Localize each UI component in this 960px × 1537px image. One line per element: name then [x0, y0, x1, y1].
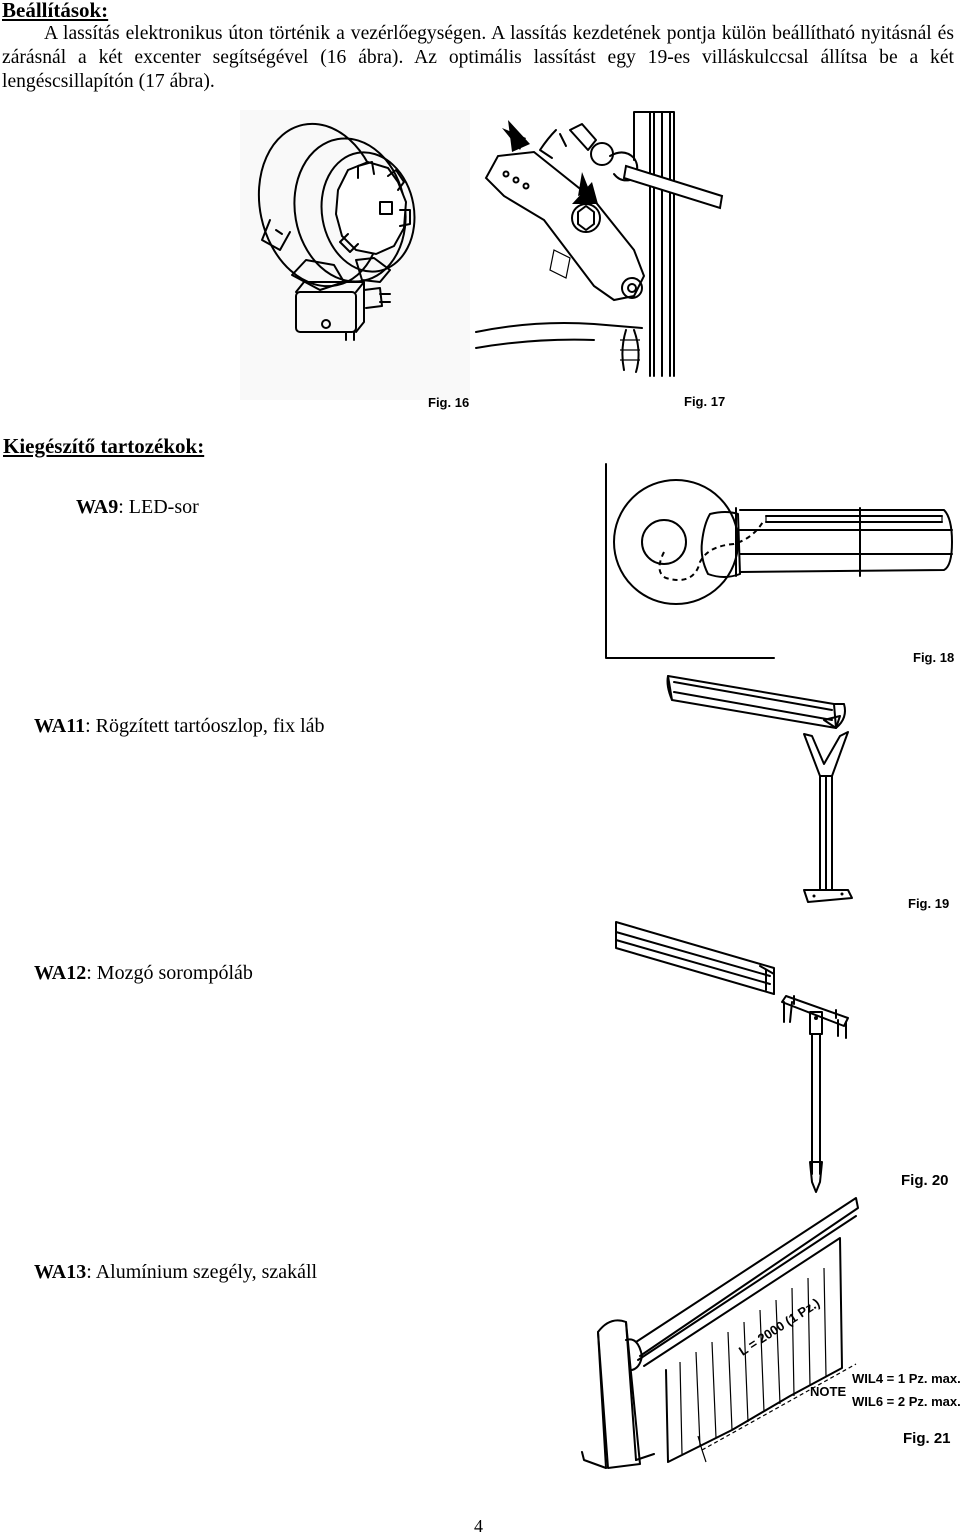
fig17-label: Fig. 17 — [684, 394, 726, 409]
settings-paragraph-text: A lassítás elektronikus úton történik a … — [2, 23, 954, 92]
accessory-wa11: WA11: Rögzített tartóoszlop, fix láb — [34, 715, 325, 738]
accessory-code: WA11 — [34, 715, 86, 737]
fig16-label: Fig. 16 — [428, 395, 470, 410]
accessory-desc: : Mozgó sorompóláb — [86, 962, 253, 984]
accessory-wa9: WA9: LED-sor — [76, 496, 199, 519]
fig21-wil4-label: WIL4 = 1 Pz. max. — [852, 1371, 960, 1386]
fig21-note-label: NOTE — [810, 1384, 847, 1399]
settings-heading: Beállítások: — [2, 0, 109, 22]
accessory-desc: : Rögzített tartóoszlop, fix láb — [85, 715, 325, 737]
accessory-wa12: WA12: Mozgó sorompóláb — [34, 962, 253, 985]
fig20-illustration — [615, 921, 849, 1193]
fig19-illustration — [666, 675, 853, 903]
accessory-code: WA13 — [34, 1261, 87, 1283]
settings-paragraph: A lassítás elektronikus úton történik a … — [2, 22, 954, 94]
accessory-wa13: WA13: Alumínium szegély, szakáll — [34, 1261, 317, 1284]
accessory-code: WA12 — [34, 962, 87, 984]
fig17-illustration — [475, 111, 724, 377]
fig19-label: Fig. 19 — [908, 896, 950, 911]
fig16-illustration — [240, 110, 470, 400]
fig21-label: Fig. 21 — [903, 1430, 951, 1447]
accessories-heading: Kiegészítő tartozékok: — [3, 434, 205, 458]
fig18-illustration — [605, 463, 953, 659]
accessory-code: WA9 — [76, 496, 119, 518]
fig21-wil6-label: WIL6 = 2 Pz. max. — [852, 1394, 960, 1409]
accessory-desc: : LED-sor — [118, 496, 199, 518]
fig20-label: Fig. 20 — [901, 1172, 949, 1189]
fig18-label: Fig. 18 — [913, 650, 955, 665]
fig21-illustration — [581, 1197, 859, 1469]
page-number: 4 — [474, 1516, 483, 1536]
accessory-desc: : Alumínium szegély, szakáll — [86, 1261, 318, 1283]
